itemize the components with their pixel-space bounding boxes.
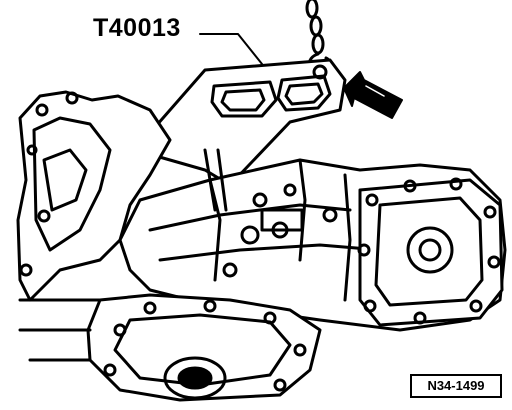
leader-line — [199, 33, 263, 65]
bell-housing — [16, 90, 172, 302]
tool-number-label: T40013 — [93, 14, 181, 42]
differential-housing — [18, 293, 322, 402]
figure-code-box: N34-1499 — [410, 374, 502, 398]
lifting-bracket — [133, 58, 347, 187]
end-cover — [357, 177, 504, 327]
direction-arrow — [343, 71, 403, 119]
